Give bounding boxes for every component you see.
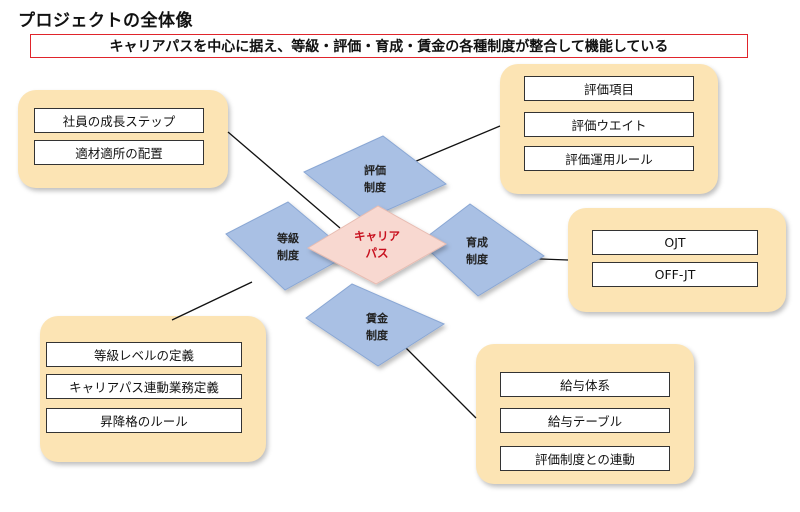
career-item: 適材適所の配置	[34, 140, 204, 165]
chingin-item: 給与テーブル	[500, 408, 670, 433]
ikusei-diamond-label: 育成 制度	[466, 236, 488, 266]
chingin-diamond	[305, 283, 446, 367]
ikusei-panel	[568, 208, 786, 312]
ikusei-item: OJT	[592, 230, 758, 255]
chingin-item: 給与体系	[500, 372, 670, 397]
hyoka-item: 評価項目	[524, 76, 694, 101]
connector-chingin	[399, 341, 477, 419]
chingin-item: 評価制度との連動	[500, 446, 670, 471]
hyoka-diamond	[303, 135, 447, 221]
page-subtitle: キャリアパスを中心に据え、等級・評価・育成・賃金の各種制度が整合して機能している	[30, 34, 748, 58]
ikusei-diamond	[419, 203, 545, 297]
page-title: プロジェクトの全体像	[18, 11, 193, 31]
connector-hyoka	[413, 125, 501, 163]
tokyu-item: キャリアパス連動業務定義	[46, 374, 242, 399]
connector-career	[227, 131, 341, 229]
connector-tokyu	[171, 281, 253, 321]
tokyu-item: 等級レベルの定義	[46, 342, 242, 367]
career-path-diamond	[306, 205, 448, 285]
career-path-label: キャリア パス	[354, 229, 400, 260]
hyoka-item: 評価ウエイト	[524, 112, 694, 137]
tokyu-item: 昇降格のルール	[46, 408, 242, 433]
hyoka-diamond-label: 評価 制度	[364, 164, 386, 194]
career-item: 社員の成長ステップ	[34, 108, 204, 133]
career-panel	[18, 90, 228, 188]
ikusei-item: OFF-JT	[592, 262, 758, 287]
hyoka-item: 評価運用ルール	[524, 146, 694, 171]
tokyu-diamond-label: 等級 制度	[277, 232, 299, 262]
chingin-diamond-label: 賃金 制度	[366, 312, 388, 342]
